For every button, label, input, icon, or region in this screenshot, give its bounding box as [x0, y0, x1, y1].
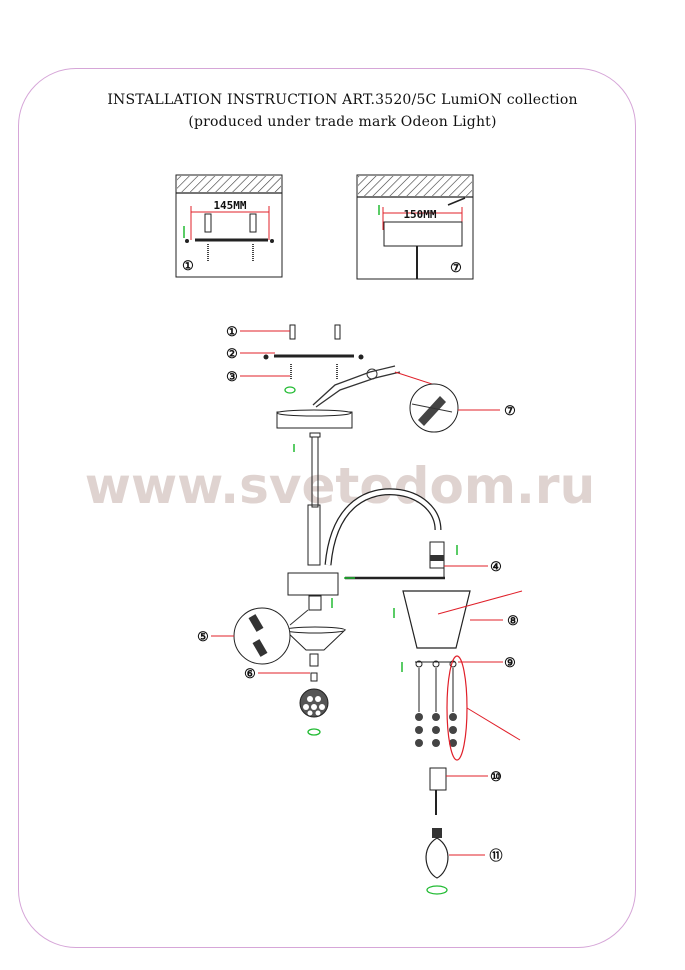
title-line-2: (produced under trade mark Odeon Light) — [188, 114, 497, 130]
callout-4: ④ — [490, 560, 502, 575]
ceiling-mount-parts — [263, 324, 401, 452]
callout-7: ⑦ — [504, 404, 516, 419]
detail-box-left: 145MM ① — [175, 174, 283, 278]
dimension-label-right: 150MM — [403, 208, 436, 221]
callout-6: ⑥ — [244, 667, 256, 682]
callout-11: ⑪ — [489, 848, 502, 864]
detail-box-right: 150MM ⑦ — [356, 174, 474, 280]
callout-8: ⑧ — [507, 614, 519, 629]
terminal-detail-circle — [233, 607, 309, 665]
title-line-1: INSTALLATION INSTRUCTION ART.3520/5C Lum… — [107, 92, 578, 108]
wire-detail-circle — [394, 371, 500, 433]
callout-3: ③ — [226, 370, 238, 385]
stem-and-arm — [283, 432, 458, 667]
lamp-shade — [393, 590, 523, 649]
callout-10: ⑩ — [490, 770, 502, 785]
step-label-right: ⑦ — [450, 261, 462, 276]
page-frame — [18, 68, 636, 948]
callout-9: ⑨ — [504, 656, 516, 671]
callout-5: ⑤ — [197, 630, 209, 645]
socket-and-bulb — [425, 767, 488, 895]
dimension-label-left: 145MM — [213, 199, 246, 212]
callout-2: ② — [226, 347, 238, 362]
crystal-strands — [401, 655, 521, 761]
step-label-left: ① — [182, 259, 194, 274]
callout-1: ① — [226, 325, 238, 340]
crystal-finial — [299, 672, 329, 736]
watermark-text: www.svetodom.ru — [85, 457, 595, 515]
